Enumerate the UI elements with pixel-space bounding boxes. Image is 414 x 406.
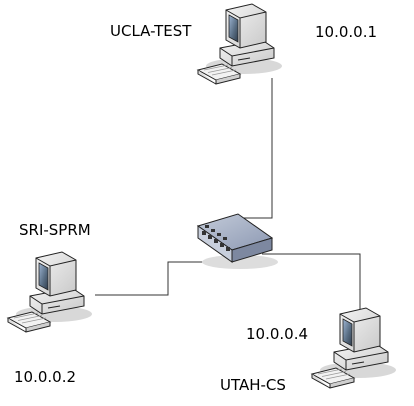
link-switch-sri xyxy=(95,261,215,296)
network-switch-icon xyxy=(196,213,278,269)
node-ip-utah: 10.0.0.4 xyxy=(246,325,309,343)
node-name-ucla: UCLA-TEST xyxy=(110,22,192,40)
node-ip-sri: 10.0.0.2 xyxy=(14,368,77,386)
link-switch-ucla xyxy=(235,78,273,219)
computer-icon-utah xyxy=(311,307,397,389)
computer-icon-ucla xyxy=(197,3,283,85)
node-name-sri: SRI-SPRM xyxy=(19,221,91,239)
node-ip-ucla: 10.0.0.1 xyxy=(315,23,378,41)
node-name-utah: UTAH-CS xyxy=(220,376,286,394)
link-switch-utah xyxy=(262,253,361,316)
computer-icon-sri xyxy=(7,251,93,333)
